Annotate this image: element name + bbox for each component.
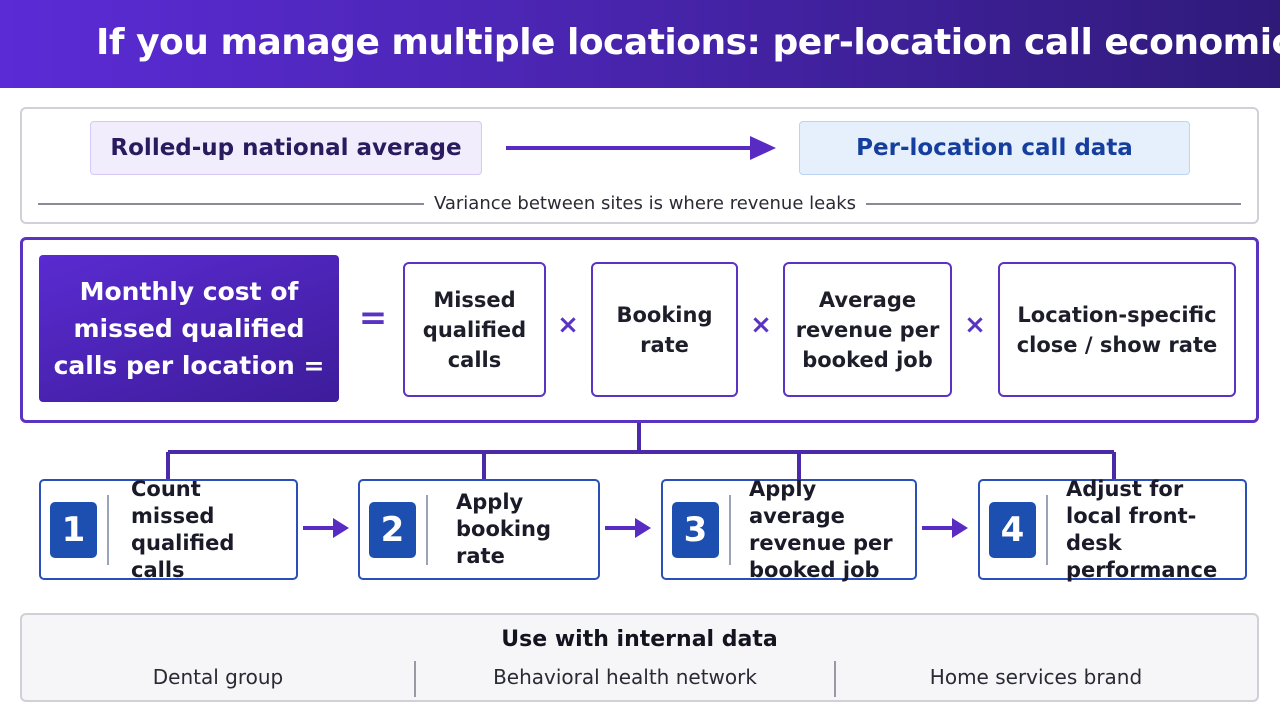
step-text: Apply average revenue per booked job (749, 476, 893, 582)
equals-sign: = (358, 298, 388, 338)
divider-left (38, 203, 424, 205)
step-divider (1046, 495, 1048, 565)
step-4: 4 Adjust for local front-desk performanc… (978, 476, 1247, 582)
step-number-badge: 3 (672, 502, 719, 558)
multiply-sign: × (964, 310, 986, 340)
divider-right (866, 203, 1241, 205)
example-dental-group: Dental group (152, 665, 284, 689)
step-1: 1 Count missed qualified calls (39, 476, 298, 582)
national-average-label: Rolled-up national average (90, 121, 482, 175)
right-arrow-icon (303, 518, 349, 538)
comparison-panel: Rolled-up national average Per-location … (20, 107, 1259, 224)
column-divider (834, 661, 836, 697)
per-location-data-label: Per-location call data (799, 121, 1190, 175)
example-behavioral-health: Behavioral health network (493, 665, 757, 689)
usage-title: Use with internal data (501, 627, 778, 652)
step-text: Adjust for local front-desk performance (1066, 476, 1218, 582)
step-text: Count missed qualified calls (131, 476, 235, 582)
variance-caption: Variance between sites is where revenue … (433, 193, 857, 214)
right-arrow-icon (605, 518, 651, 538)
formula-panel: Monthly cost of missed qualified calls p… (20, 237, 1259, 423)
header-banner: If you manage multiple locations: per-lo… (0, 0, 1280, 88)
step-2: 2 Apply booking rate (358, 479, 600, 580)
factor-close-show-rate: Location-specific close / show rate (998, 262, 1236, 397)
step-3: 3 Apply average revenue per booked job (661, 476, 917, 582)
factor-average-revenue: Average revenue per booked job (783, 262, 952, 397)
monthly-cost-label: Monthly cost of missed qualified calls p… (39, 255, 339, 402)
step-divider (107, 495, 109, 565)
step-number-badge: 4 (989, 502, 1036, 558)
step-divider (729, 495, 731, 565)
right-arrow-icon (922, 518, 968, 538)
page-title: If you manage multiple locations: per-lo… (96, 22, 1280, 63)
step-text: Apply booking rate (456, 490, 552, 568)
factor-missed-calls: Missed qualified calls (403, 262, 546, 397)
usage-panel: Use with internal data Dental group Beha… (20, 613, 1259, 702)
step-divider (426, 495, 428, 565)
factor-booking-rate: Booking rate (591, 262, 738, 397)
right-arrow-icon (506, 136, 776, 160)
column-divider (414, 661, 416, 697)
example-home-services: Home services brand (929, 665, 1143, 689)
step-number-badge: 2 (369, 502, 416, 558)
step-number-badge: 1 (50, 502, 97, 558)
multiply-sign: × (750, 310, 772, 340)
multiply-sign: × (557, 310, 579, 340)
